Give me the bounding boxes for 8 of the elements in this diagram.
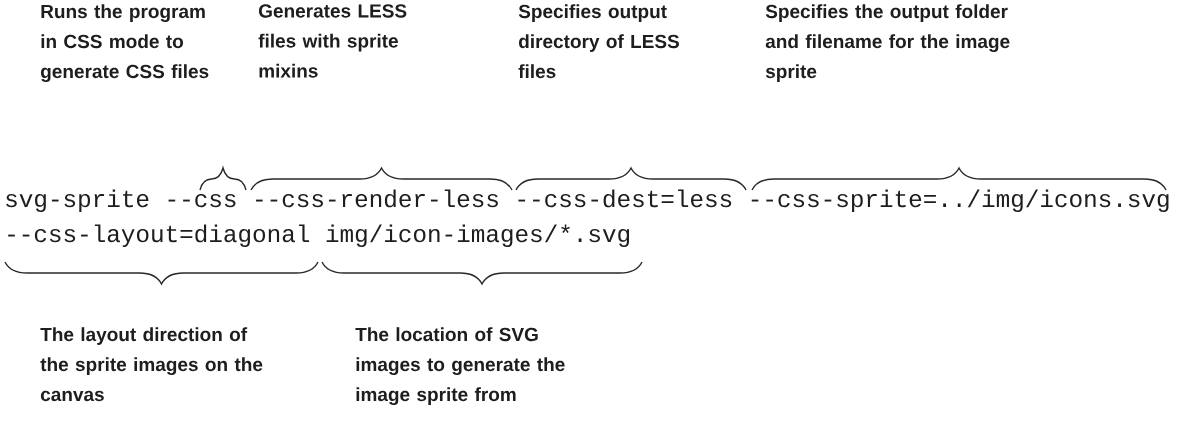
annotation-text: The layout direction of the sprite images on the canvas bbox=[40, 327, 263, 402]
code-line: --css-layout=diagonal img/icon-images/*.svg bbox=[8, 224, 630, 248]
annotation-text: Generates LESS files with sprite mixins bbox=[258, 4, 407, 78]
annotation-text: The location of SVG images to generate the image sprite from bbox=[355, 327, 565, 405]
annotation-text: Runs the program in CSS mode to generate CSS files bbox=[41, 4, 209, 82]
code-line: svg-sprite --css --css-render-less --css-dest=less --css-sprite=../img/icons.svg bbox=[6, 189, 1169, 213]
annotation-text: Specifies output directory of LESS files bbox=[518, 4, 679, 79]
annotation-text: Specifies the output folder and filename for the image sprite bbox=[765, 4, 1010, 82]
